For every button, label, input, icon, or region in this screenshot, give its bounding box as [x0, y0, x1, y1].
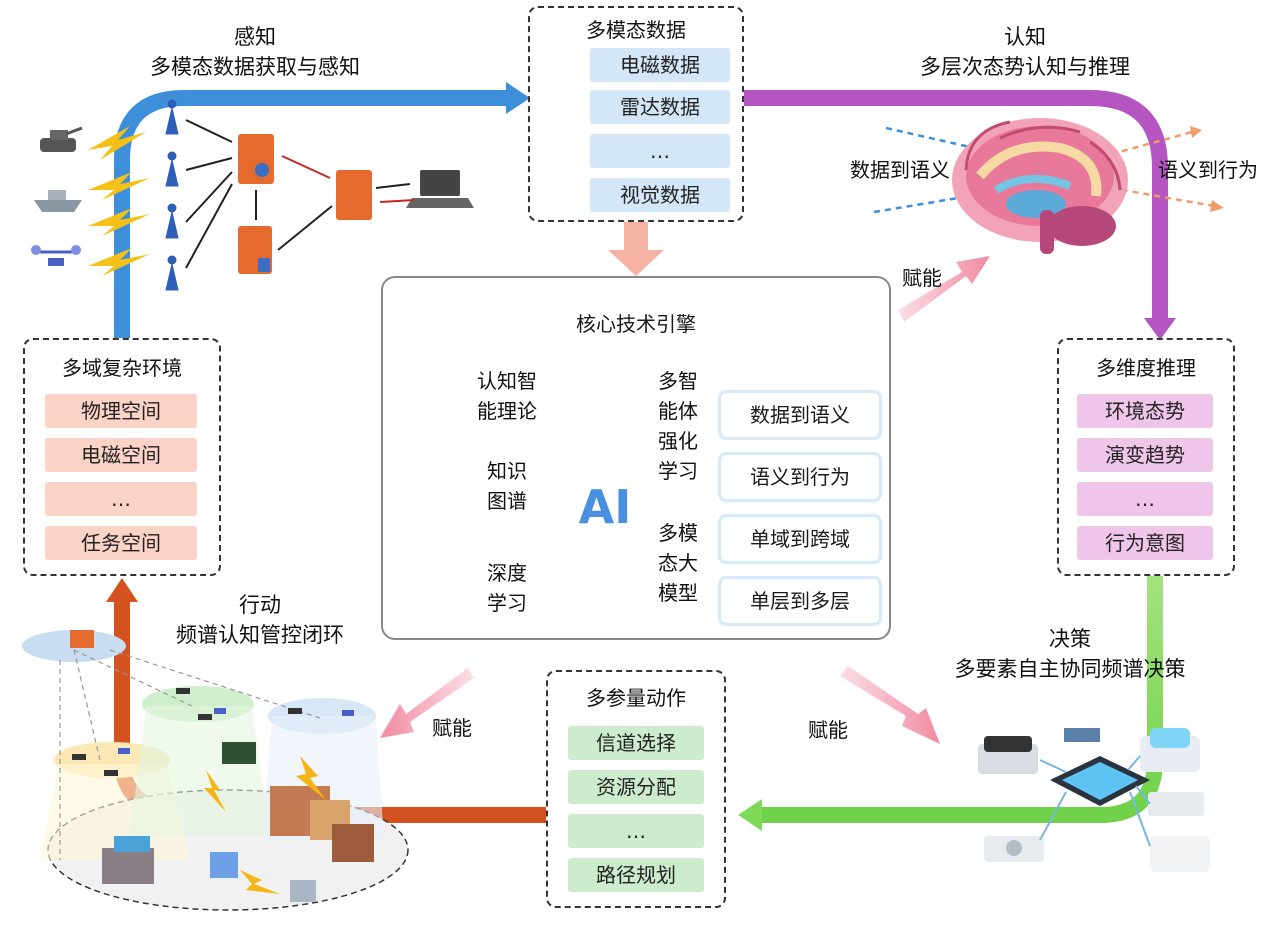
multimodal-data-item: … [590, 134, 730, 168]
brain-illustration [952, 118, 1128, 254]
energize-arrow-decision [840, 666, 940, 744]
marl-label: 多智 能体 强化 学习 [658, 366, 698, 486]
cognition-arrow [742, 90, 1168, 320]
multiparam-action-title: 多参量动作 [586, 686, 686, 710]
drone-icon [31, 245, 81, 266]
multidim-reasoning-item: 行为意图 [1077, 526, 1213, 560]
mllm-label: 多模 态大 模型 [658, 518, 698, 608]
core-item-knowledge-graph: 知识 图谱 [487, 456, 527, 516]
mllm-label-line: 多模 [658, 521, 698, 545]
action-title: 行动 [239, 593, 281, 617]
mllm-label-line: 模型 [658, 581, 698, 605]
energize-arrow-action [380, 668, 474, 738]
multidomain-env-title: 多域复杂环境 [62, 356, 182, 380]
brain-arrow-out-2 [1099, 184, 1215, 208]
core-item-line: 图谱 [487, 489, 527, 513]
energize-label-decision: 赋能 [808, 718, 848, 742]
energize-label-cognition: 赋能 [902, 266, 942, 290]
marl-label-line: 学习 [658, 459, 698, 483]
multidim-reasoning-box: 多维度推理 环境态势 演变趋势 … 行为意图 [1057, 338, 1235, 576]
ship-icon [34, 190, 82, 212]
decision-stage-title: 决策 多要素自主协同频谱决策 [920, 624, 1220, 684]
perception-arrowhead [506, 82, 530, 114]
perception-title: 感知 [234, 25, 276, 49]
capability-pill: 语义到行为 [718, 452, 882, 502]
decision-arrowhead [738, 799, 762, 831]
capability-pill: 数据到语义 [718, 390, 882, 440]
multimodal-data-title: 多模态数据 [586, 18, 686, 42]
cognition-arrowhead [1144, 318, 1176, 340]
multidim-reasoning-title: 多维度推理 [1096, 356, 1196, 380]
marl-label-line: 多智 [658, 369, 698, 393]
marl-label-line: 强化 [658, 429, 698, 453]
energize-arrow-cognition [898, 256, 990, 322]
marl-label-line: 能体 [658, 399, 698, 423]
multidomain-env-box: 多域复杂环境 物理空间 电磁空间 … 任务空间 [23, 338, 221, 576]
capability-pill: 单域到跨域 [718, 514, 882, 564]
core-item-deep-learning: 深度 学习 [487, 558, 527, 618]
multiparam-action-box: 多参量动作 信道选择 资源分配 … 路径规划 [546, 670, 726, 908]
brain-label-data-to-semantic: 数据到语义 [850, 158, 950, 182]
multiparam-action-item: … [568, 814, 704, 848]
multidomain-env-item: 任务空间 [45, 526, 197, 560]
multiparam-action-item: 信道选择 [568, 726, 704, 760]
brain-arrow-in-2 [873, 194, 971, 214]
brain-arrow-out-1 [1089, 130, 1193, 162]
core-item-line: 深度 [487, 561, 527, 585]
core-item-line: 能理论 [477, 399, 537, 423]
decision-subtitle: 多要素自主协同频谱决策 [954, 657, 1186, 681]
cognition-title: 认知 [1004, 25, 1046, 49]
action-arrowhead [106, 578, 138, 602]
action-scene-illustration [22, 630, 409, 911]
core-item-line: 学习 [487, 591, 527, 615]
perception-subtitle: 多模态数据获取与感知 [150, 55, 360, 79]
perception-arrow [114, 90, 508, 340]
multimodal-data-box: 多模态数据 电磁数据 雷达数据 … 视觉数据 [528, 6, 744, 222]
mllm-label-line: 态大 [658, 551, 698, 575]
decision-hardware-illustration [978, 728, 1210, 872]
energize-label-action: 赋能 [432, 716, 472, 740]
core-item-line: 认知智 [477, 369, 537, 393]
laptop-icon [406, 170, 474, 208]
antenna-icons [165, 99, 179, 291]
ai-logo: AI [578, 480, 632, 534]
core-item-line: 知识 [487, 459, 527, 483]
core-item-cognitive-theory: 认知智 能理论 [477, 366, 537, 426]
multiparam-action-item: 资源分配 [568, 770, 704, 804]
decision-title: 决策 [1049, 627, 1091, 651]
multimodal-data-item: 电磁数据 [590, 48, 730, 82]
server-icons [238, 134, 372, 274]
tank-icon [40, 126, 83, 152]
multidim-reasoning-item: 环境态势 [1077, 394, 1213, 428]
multimodal-data-item: 视觉数据 [590, 178, 730, 212]
cognition-stage-title: 认知 多层次态势认知与推理 [880, 22, 1170, 82]
brain-label-semantic-to-action: 语义到行为 [1158, 158, 1258, 182]
multidomain-env-item: 物理空间 [45, 394, 197, 428]
multidim-reasoning-item: … [1077, 482, 1213, 516]
core-engine-title: 核心技术引擎 [576, 312, 696, 336]
action-subtitle: 频谱认知管控闭环 [176, 623, 344, 647]
lightning-icons [88, 126, 150, 276]
multidim-reasoning-item: 演变趋势 [1077, 438, 1213, 472]
capability-pill: 单层到多层 [718, 576, 882, 626]
multiparam-action-item: 路径规划 [568, 858, 704, 892]
multidomain-env-item: … [45, 482, 197, 516]
network-links [185, 119, 411, 269]
core-engine-box: 核心技术引擎 认知智 能理论 知识 图谱 深度 学习 多智 能体 强化 学习 多… [381, 276, 891, 640]
multidomain-env-item: 电磁空间 [45, 438, 197, 472]
data-to-core-arrow [608, 222, 664, 276]
action-stage-title: 行动 频谱认知管控闭环 [150, 590, 370, 650]
perception-stage-title: 感知 多模态数据获取与感知 [120, 22, 390, 82]
cognition-subtitle: 多层次态势认知与推理 [920, 55, 1130, 79]
multimodal-data-item: 雷达数据 [590, 90, 730, 124]
